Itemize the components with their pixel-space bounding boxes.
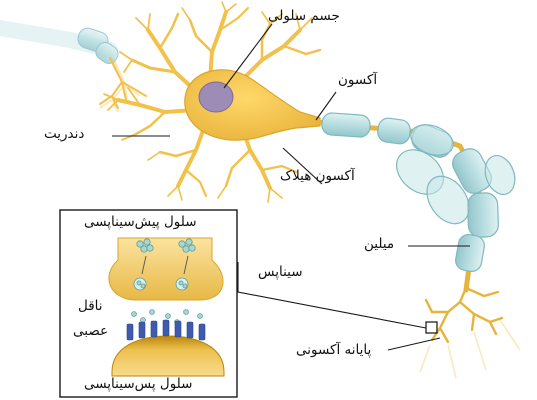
label-axon-terminal: پایانه آکسونی	[296, 342, 372, 358]
label-dendrite: دندریت	[44, 126, 85, 142]
nucleus	[198, 81, 234, 113]
label-neurotransmitter-line2: عصبی	[73, 323, 109, 339]
label-axon: آکسون	[338, 72, 378, 88]
faded-target	[419, 319, 521, 379]
myelin-loops	[396, 124, 516, 225]
upstream-myelin	[77, 27, 119, 65]
receptors	[126, 319, 206, 341]
synapse-inset	[59, 209, 238, 398]
axon-terminal-branches	[424, 286, 504, 344]
label-cell-body: جسم سلولی	[268, 8, 340, 24]
synapse-marker	[425, 321, 438, 334]
label-synapse: سیناپس	[258, 264, 303, 280]
label-myelin: میلین	[364, 236, 395, 252]
presynaptic-terminal	[108, 237, 224, 301]
postsynaptic-cell	[111, 335, 225, 377]
label-neurotransmitter-line1: ناقل	[78, 298, 103, 314]
leader-lines	[112, 23, 470, 351]
label-presynaptic-cell: سلول پیش‌سیناپسی	[84, 214, 197, 230]
myelin-sheath	[321, 112, 499, 272]
label-postsynaptic-cell: سلول پس‌سیناپسی	[84, 376, 193, 392]
label-axon-hillock: آکسون هیلاک	[280, 168, 355, 184]
vesicles	[133, 238, 196, 291]
vesicle-arrows	[141, 255, 189, 275]
